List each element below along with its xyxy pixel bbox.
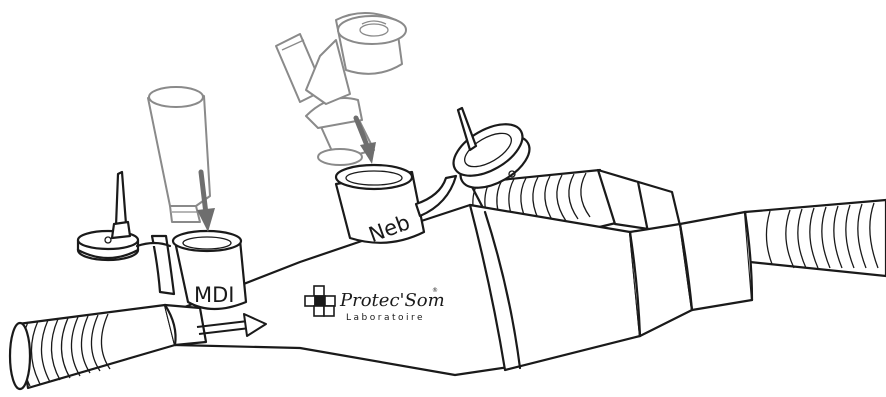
lower-corrugated-tube [742, 200, 886, 276]
left-corrugated-tube [10, 305, 206, 389]
brand-registered-mark: ® [432, 287, 438, 294]
brand-subtitle: Laboratoire [346, 313, 425, 323]
adapter-body [172, 205, 752, 375]
brand-name: Protec'Som [339, 290, 445, 311]
mdi-port-label: MDI [194, 283, 234, 307]
mdi-canister [148, 87, 210, 222]
nebulizer-device [276, 13, 406, 165]
